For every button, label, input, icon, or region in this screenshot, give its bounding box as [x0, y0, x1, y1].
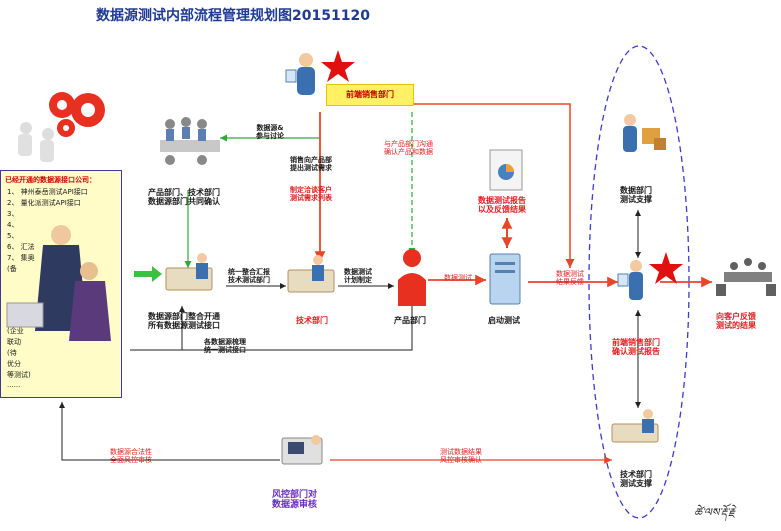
panel-item: 等测试) [7, 371, 31, 379]
arrow-sales-to-report [412, 103, 575, 268]
panel-item: (待 [7, 349, 17, 357]
tech-worker-icon [287, 255, 335, 293]
panel-item: 联动 [7, 338, 21, 346]
product-meeting-label: 产品部门、技术部门 数据源部门共同确认 [148, 188, 220, 207]
panel-item: 3、 [7, 210, 19, 218]
sales-confirm-icon [617, 260, 643, 300]
panel-item: (企业 [7, 327, 24, 335]
red-star-icon [321, 50, 355, 82]
product-dept-label: 产品部门 [394, 316, 426, 325]
result-feedback-label: 数据测试 结果反馈 [556, 270, 584, 287]
customer-list-label: 制定洽谈客户 测试需求列表 [290, 186, 332, 203]
test-result-review-label: 测试数据结果 风控审核确认 [440, 448, 482, 465]
meeting-icon [160, 117, 220, 165]
server-icon [489, 253, 521, 305]
panel-item: 7、 集奥 [7, 254, 35, 262]
page-title: 数据源测试内部流程管理规划图20151120 [96, 8, 370, 24]
panel-item: 4、 [7, 221, 19, 229]
sales-front-label: 前端销售部门 [326, 84, 414, 106]
unify-interface-label: 各数据源梳理 统一测试接口 [204, 338, 246, 355]
panel-item: 1、 神州泰岳测试API接口 [7, 188, 88, 196]
ds-support-label: 数据部门 测试支撑 [620, 186, 652, 205]
signature: ཚེ་ལས་རྡོ་རྗེ [694, 506, 735, 519]
panel-item: 优分 [7, 360, 21, 368]
panel-heading: 已经开通的数据源接口公司： [5, 176, 96, 184]
desk-worker-icon [165, 253, 213, 291]
product-person-icon [398, 249, 426, 306]
panel-item: 2、 量化派测试API接口 [7, 199, 81, 207]
tech-support-icon [611, 409, 659, 443]
plan-test-label: 数据测试 计划制定 [344, 268, 372, 285]
data-test-label: 数据测试 [444, 274, 472, 282]
product-comm-label: 与产品部门沟通 确认产品和数据 [384, 140, 433, 157]
gears-icon [49, 92, 105, 137]
business-people-icon [6, 225, 111, 341]
panel-item: 6、 汇法 [7, 243, 35, 251]
start-test-label: 启动测试 [488, 316, 520, 325]
risk-review-label: 风控部门对 数据源审核 [272, 490, 318, 511]
ds-integration-label: 数据源部门整合开通 所有数据源测试接口 [148, 312, 220, 331]
sales-confirm-label: 前端销售部门 确认测试报告 [612, 338, 660, 357]
customer-feedback-label: 向客户反馈 测试的结果 [716, 312, 756, 331]
workers-icon [18, 122, 54, 162]
arrow-risk-left [59, 402, 280, 461]
risk-control-icon [281, 435, 323, 465]
report-icon [489, 149, 523, 191]
ds-support-icon [623, 114, 666, 152]
red-star-icon-2 [649, 252, 683, 284]
sales-to-product-label: 销售向产品部 提出测试需求 [290, 156, 332, 173]
arrow-unify [179, 306, 413, 351]
test-report-label: 数据测试报告 以及反馈结果 [478, 196, 526, 215]
panel-item: ...... [7, 381, 21, 389]
tech-support-label: 技术部门 测试支撑 [620, 470, 652, 489]
ds-discuss-label: 数据源& 参与讨论 [256, 124, 284, 141]
panel-item: 5、 [7, 232, 19, 240]
tech-dept-label: 技术部门 [296, 316, 328, 325]
unified-report-label: 统一整合汇报 技术测试部门 [228, 268, 270, 285]
customer-group-icon [716, 258, 776, 296]
legal-review-label: 数据源合法性 全面风控审核 [110, 448, 152, 465]
panel-item: (备 [7, 265, 17, 273]
sales-person-icon [285, 53, 315, 95]
opened-interfaces-panel: 已经开通的数据源接口公司： 1、 神州泰岳测试API接口 2、 量化派测试API… [0, 170, 122, 398]
